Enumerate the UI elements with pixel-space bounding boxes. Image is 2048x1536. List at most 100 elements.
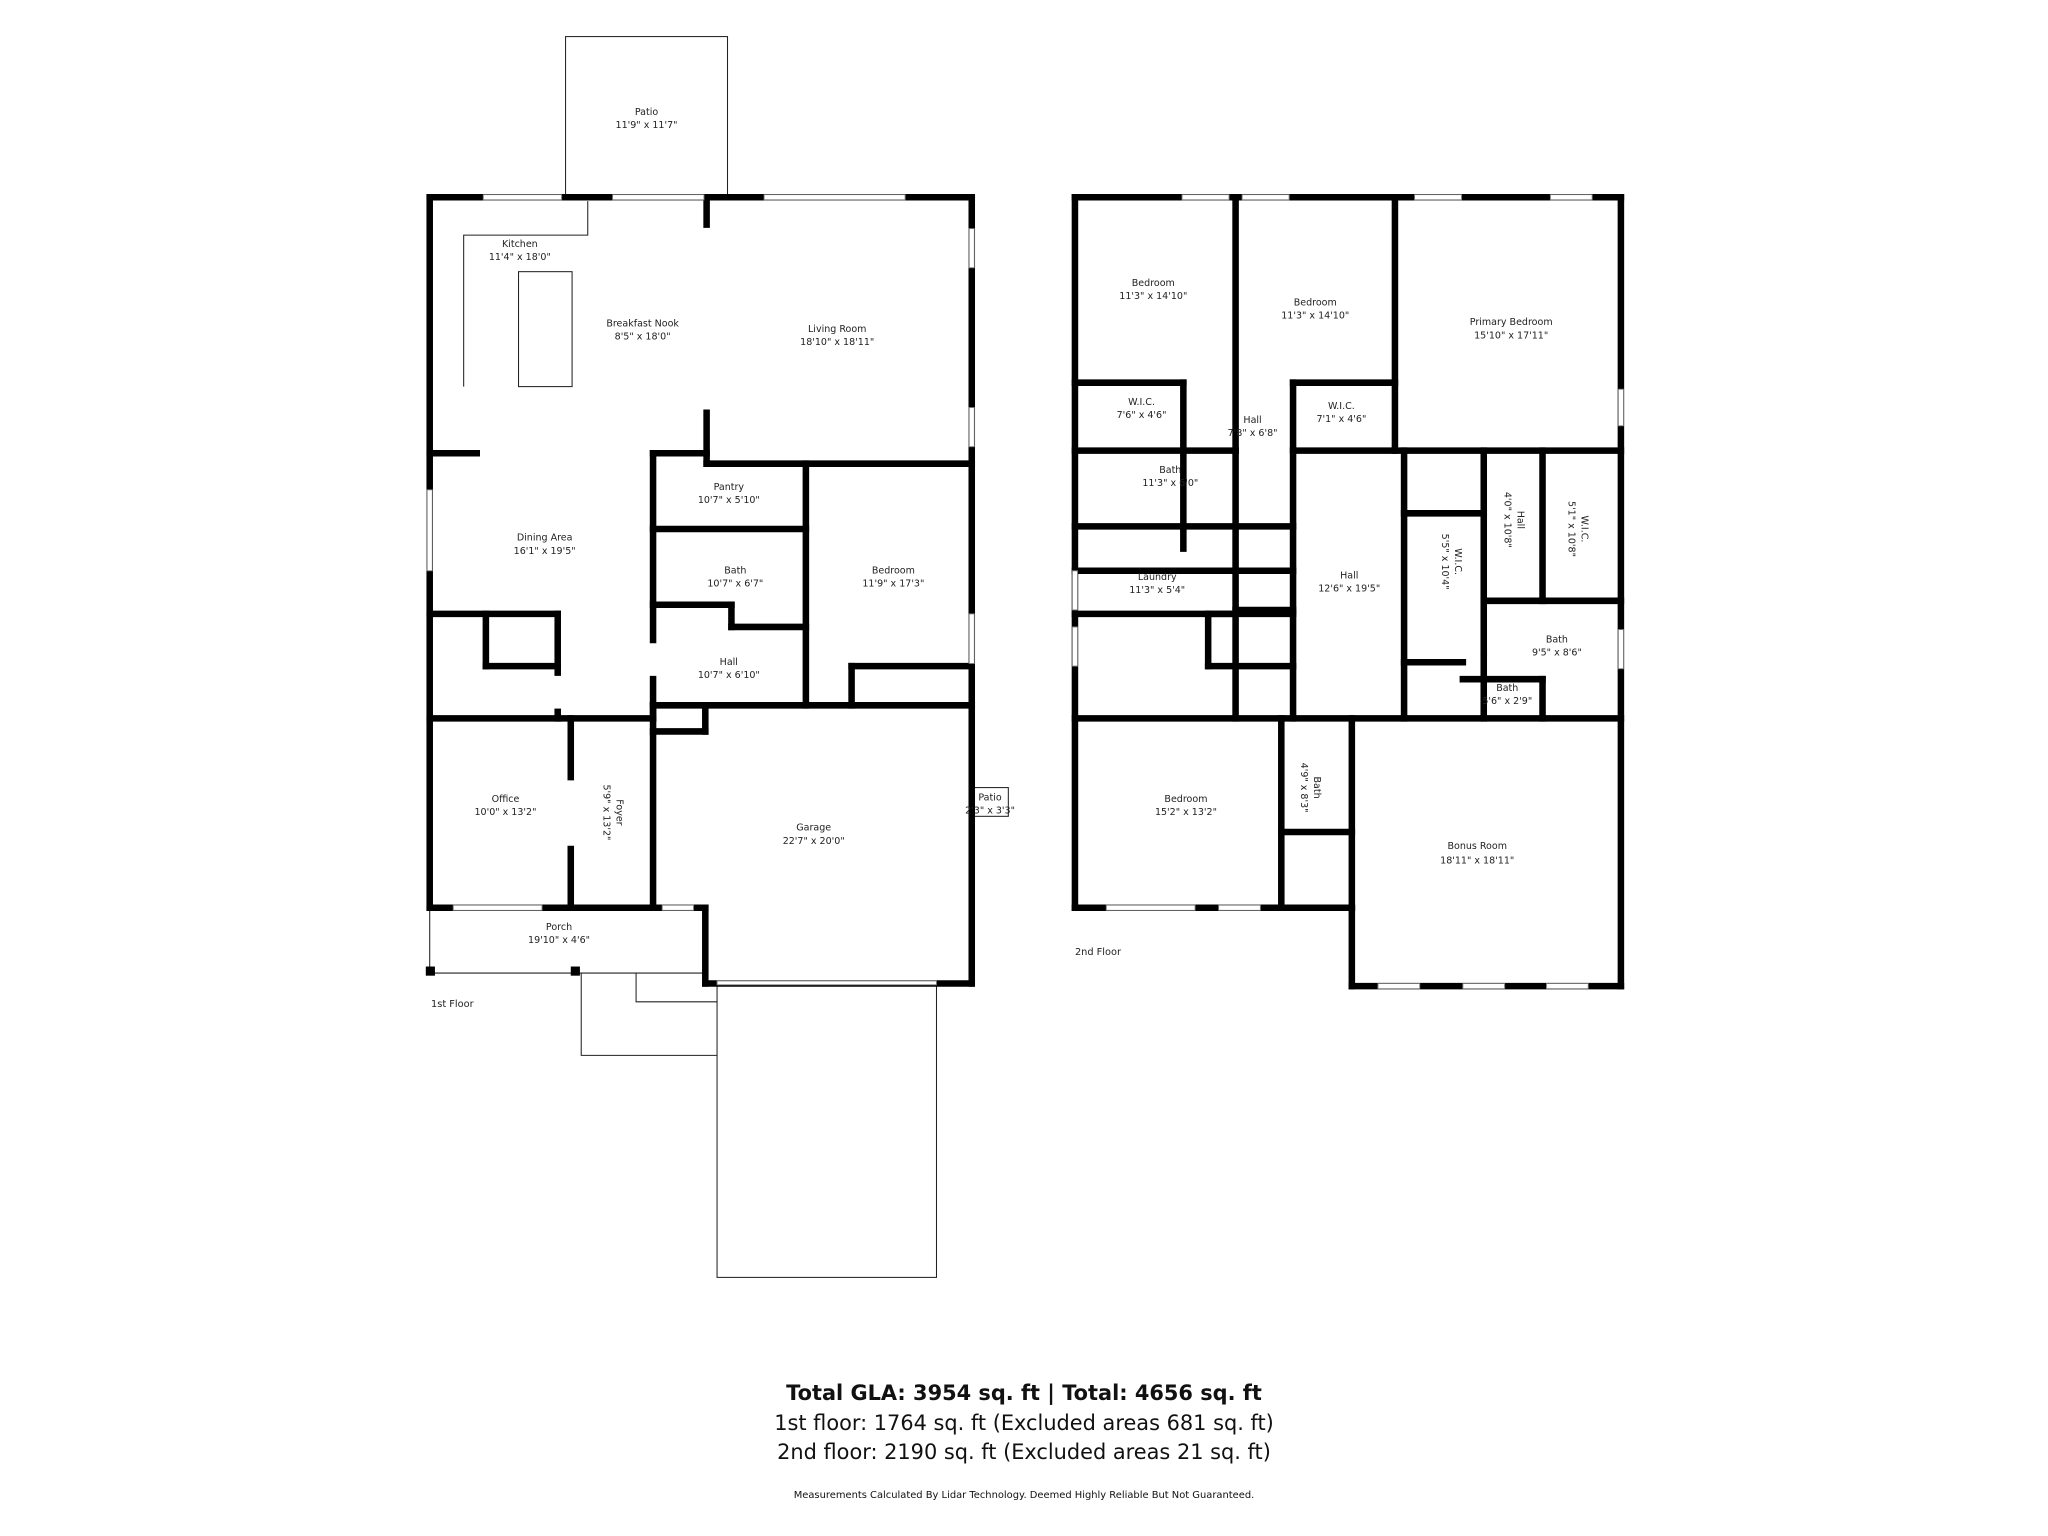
driveway-outline [716,982,938,1278]
svg-text:4'9" x 8'3": 4'9" x 8'3" [1298,763,1309,813]
svg-text:11'3" x 5'4": 11'3" x 5'4" [1129,585,1185,596]
room-wic: W.I.C. 7'6" x 4'6" [1117,397,1167,421]
walkway-outline [580,973,718,1056]
room-bedroom: Bedroom 11'3" x 14'10" [1119,278,1187,302]
svg-text:Primary Bedroom: Primary Bedroom [1470,317,1553,328]
svg-text:2'3" x 3'3": 2'3" x 3'3" [965,806,1015,817]
room-bedroom: Bedroom 11'9" x 17'3" [862,565,924,589]
window [1071,626,1079,667]
window [1617,629,1624,670]
svg-text:W.I.C.: W.I.C. [1579,516,1590,543]
room-wic: W.I.C.5'5" x 10'4" [1439,534,1463,590]
svg-text:7'6" x 4'6": 7'6" x 4'6" [1117,410,1167,421]
porch-post [570,966,580,976]
room-wic: W.I.C.5'1" x 10'8" [1566,501,1590,557]
first-floor-label: 1st Floor [431,999,475,1010]
room-bedroom: Bedroom 15'2" x 13'2" [1155,794,1217,818]
window [716,980,937,986]
window [1549,194,1593,201]
room-wic: W.I.C.7'1" x 4'6" [1316,401,1366,425]
room-side-patio: Patio 2'3" x 3'3" [965,793,1015,817]
window [968,228,975,269]
svg-text:Hall: Hall [1243,415,1261,426]
svg-text:Hall: Hall [720,657,738,668]
room-living-room: Living Room 18'10" x 18'11" [800,324,874,348]
svg-text:5'1" x 10'8": 5'1" x 10'8" [1566,501,1577,557]
svg-text:22'7" x 20'0": 22'7" x 20'0" [783,836,845,847]
area-summary: Total GLA: 3954 sq. ft | Total: 4656 sq.… [774,1381,1274,1501]
window [1414,194,1463,201]
room-hall: Hall 10'7" x 6'10" [698,657,760,681]
summary-first-floor: 1st floor: 1764 sq. ft (Excluded areas 6… [774,1411,1274,1435]
kitchen-counter [463,201,589,387]
svg-text:12'6" x 19'5": 12'6" x 19'5" [1318,584,1380,595]
window [1377,983,1421,990]
svg-text:Pantry: Pantry [714,482,745,493]
porch-post [425,966,435,976]
svg-text:Bedroom: Bedroom [1164,794,1207,805]
room-hall: Hall 7'8" x 6'8" [1228,415,1278,439]
summary-title: Total GLA: 3954 sq. ft | Total: 4656 sq.… [786,1381,1262,1406]
svg-text:Foyer: Foyer [613,799,624,825]
svg-text:Office: Office [492,794,520,805]
svg-text:Bath: Bath [1496,683,1518,694]
window [1241,194,1290,201]
window [661,904,695,911]
window [1218,904,1261,911]
svg-text:11'3" x 14'10": 11'3" x 14'10" [1281,311,1349,322]
svg-text:5'9" x 13'2": 5'9" x 13'2" [600,784,611,840]
svg-text:7'8" x 6'8": 7'8" x 6'8" [1228,428,1278,439]
svg-text:8'5" x 18'0": 8'5" x 18'0" [615,332,671,343]
svg-text:Bath: Bath [1311,777,1322,799]
svg-text:11'3" x 14'10": 11'3" x 14'10" [1119,291,1187,302]
svg-text:18'10" x 18'11": 18'10" x 18'11" [800,337,874,348]
svg-text:Patio: Patio [635,107,659,118]
svg-text:18'11" x 18'11": 18'11" x 18'11" [1440,855,1514,866]
svg-text:Living Room: Living Room [808,324,866,335]
window [968,407,975,448]
window [1181,194,1230,201]
walkway-step [635,973,718,1003]
svg-text:Bath: Bath [724,565,746,576]
window [1105,904,1196,911]
svg-text:Bedroom: Bedroom [872,565,915,576]
window [968,613,975,664]
second-floor-label: 2nd Floor [1075,947,1122,958]
svg-text:16'1" x 19'5": 16'1" x 19'5" [514,546,576,557]
svg-text:7'1" x 4'6": 7'1" x 4'6" [1316,414,1366,425]
windows [426,194,1624,990]
svg-text:Laundry: Laundry [1138,572,1177,583]
svg-text:Patio: Patio [978,793,1002,804]
window [482,194,563,201]
exterior-outlines [425,36,1009,1278]
svg-text:11'4" x 18'0": 11'4" x 18'0" [489,252,551,263]
svg-text:Breakfast Nook: Breakfast Nook [606,319,679,330]
svg-text:10'7" x 6'10": 10'7" x 6'10" [698,670,760,681]
svg-text:Porch: Porch [546,922,572,933]
svg-text:11'9" x 17'3": 11'9" x 17'3" [862,578,924,589]
svg-text:Bonus Room: Bonus Room [1447,841,1507,852]
svg-text:W.I.C.: W.I.C. [1128,397,1155,408]
kitchen-island [518,271,573,388]
svg-text:15'2" x 13'2": 15'2" x 13'2" [1155,807,1217,818]
window [612,194,705,201]
window [426,489,433,572]
walls [426,193,1625,990]
window [1617,388,1624,427]
svg-text:Bedroom: Bedroom [1132,278,1175,289]
